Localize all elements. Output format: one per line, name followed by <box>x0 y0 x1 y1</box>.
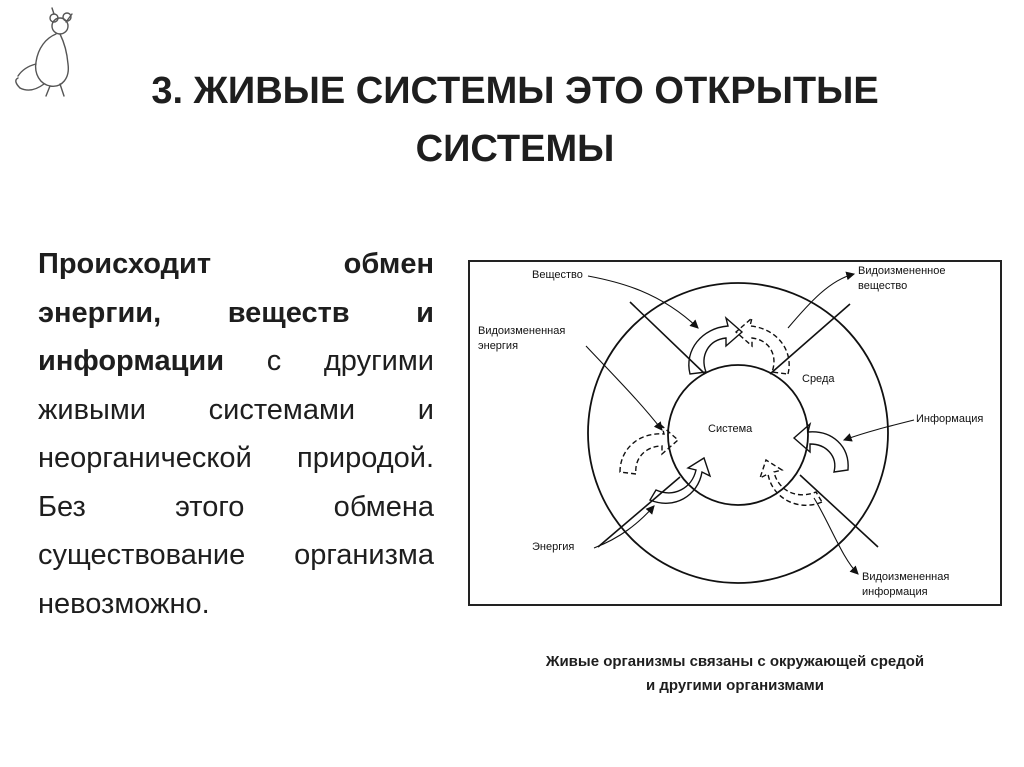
label-environment: Среда <box>802 373 835 385</box>
label-energy: Энергия <box>532 541 575 553</box>
diagram-graphics <box>585 271 915 584</box>
exchange-arrows-top <box>688 316 790 375</box>
mouse-sketch-icon <box>15 7 73 97</box>
body-paragraph: Происходит обмен энергии, веществ и инфо… <box>38 240 434 628</box>
open-system-diagram: Вещество Видоизмененное вещество Видоизм… <box>468 260 1002 606</box>
label-pointers <box>585 271 915 575</box>
exchange-arrows-left <box>619 424 712 504</box>
figure-caption: Живые организмы связаны с окружающей сре… <box>545 653 925 694</box>
label-information: Информация <box>916 413 984 425</box>
body-normal-text: с другими живыми системами и неорганичес… <box>38 345 434 620</box>
radial-lines <box>597 301 879 548</box>
system-circle <box>667 364 809 506</box>
label-modified-substance: Видоизмененное вещество <box>858 265 946 292</box>
label-system: Система <box>708 423 753 435</box>
slide-title: 3. ЖИВЫЕ СИСТЕМЫ ЭТО ОТКРЫТЫЕ СИСТЕМЫ <box>151 70 879 170</box>
label-modified-energy: Видоизмененная энергия <box>478 325 566 352</box>
body-bold-text: Происходит обмен энергии, веществ и инфо… <box>38 248 434 377</box>
environment-circle <box>587 282 889 584</box>
label-modified-information: Видоизмененная информация <box>862 571 950 598</box>
exchange-arrows-right <box>758 422 849 506</box>
label-substance: Вещество <box>532 269 583 281</box>
